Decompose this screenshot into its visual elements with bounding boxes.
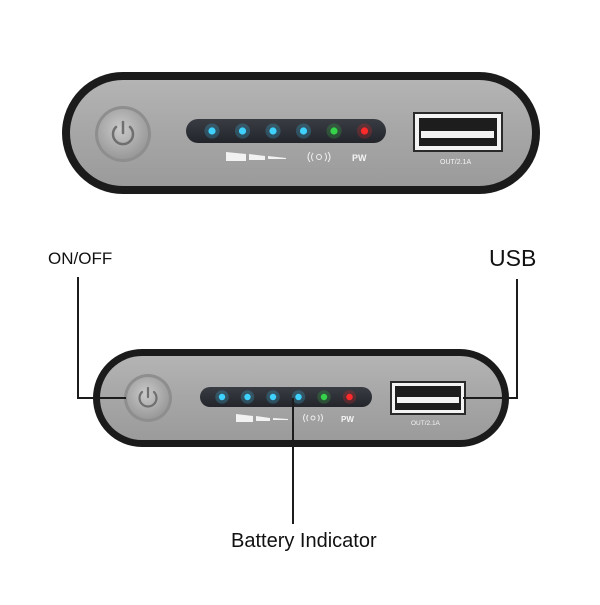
onoff-callout-label: ON/OFF — [48, 249, 113, 268]
wireless-icon — [307, 151, 331, 163]
pw-label-top: PW — [352, 153, 367, 163]
usb-callout-label: USB — [489, 245, 537, 271]
power-icon — [111, 120, 135, 146]
led-bottom-3 — [269, 393, 277, 401]
led-bottom-4 — [295, 393, 302, 401]
led-bottom-1 — [218, 393, 226, 401]
device-bottom-view: PW OUT/2.1A — [93, 349, 509, 447]
indicator-leds-bottom — [215, 390, 357, 404]
indicator-leds-top — [204, 123, 373, 139]
usb-output-label-top: OUT/2.1A — [440, 159, 471, 166]
led-top-5 — [330, 127, 338, 135]
led-top-4 — [299, 127, 308, 135]
led-top-3 — [269, 127, 277, 135]
callout-lines — [77, 277, 518, 524]
led-bottom-6 — [346, 393, 353, 401]
led-bottom-5 — [320, 393, 328, 401]
indicator-strip-bottom — [200, 387, 372, 407]
battery-level-icon — [236, 414, 288, 422]
power-button-top[interactable] — [95, 106, 151, 162]
usb-output-label-bottom: OUT/2.1A — [411, 420, 441, 427]
wireless-icon — [303, 413, 323, 423]
callout-line-usb — [463, 279, 518, 399]
led-bottom-2 — [244, 393, 251, 401]
callout-line-onoff — [77, 277, 126, 399]
power-icon — [138, 386, 158, 408]
led-top-1 — [208, 127, 216, 135]
usb-port-bottom[interactable] — [390, 381, 466, 415]
usb-port-top[interactable] — [413, 112, 503, 152]
device-top-view: PW OUT/2.1A — [62, 72, 540, 194]
battery-level-icon — [226, 152, 286, 161]
indicator-strip-top — [186, 119, 386, 143]
power-button-bottom[interactable] — [124, 374, 172, 422]
led-top-6 — [360, 127, 369, 135]
led-top-2 — [238, 127, 247, 135]
battery-indicator-callout-label: Battery Indicator — [231, 530, 377, 552]
pw-label-bottom: PW — [341, 415, 354, 424]
